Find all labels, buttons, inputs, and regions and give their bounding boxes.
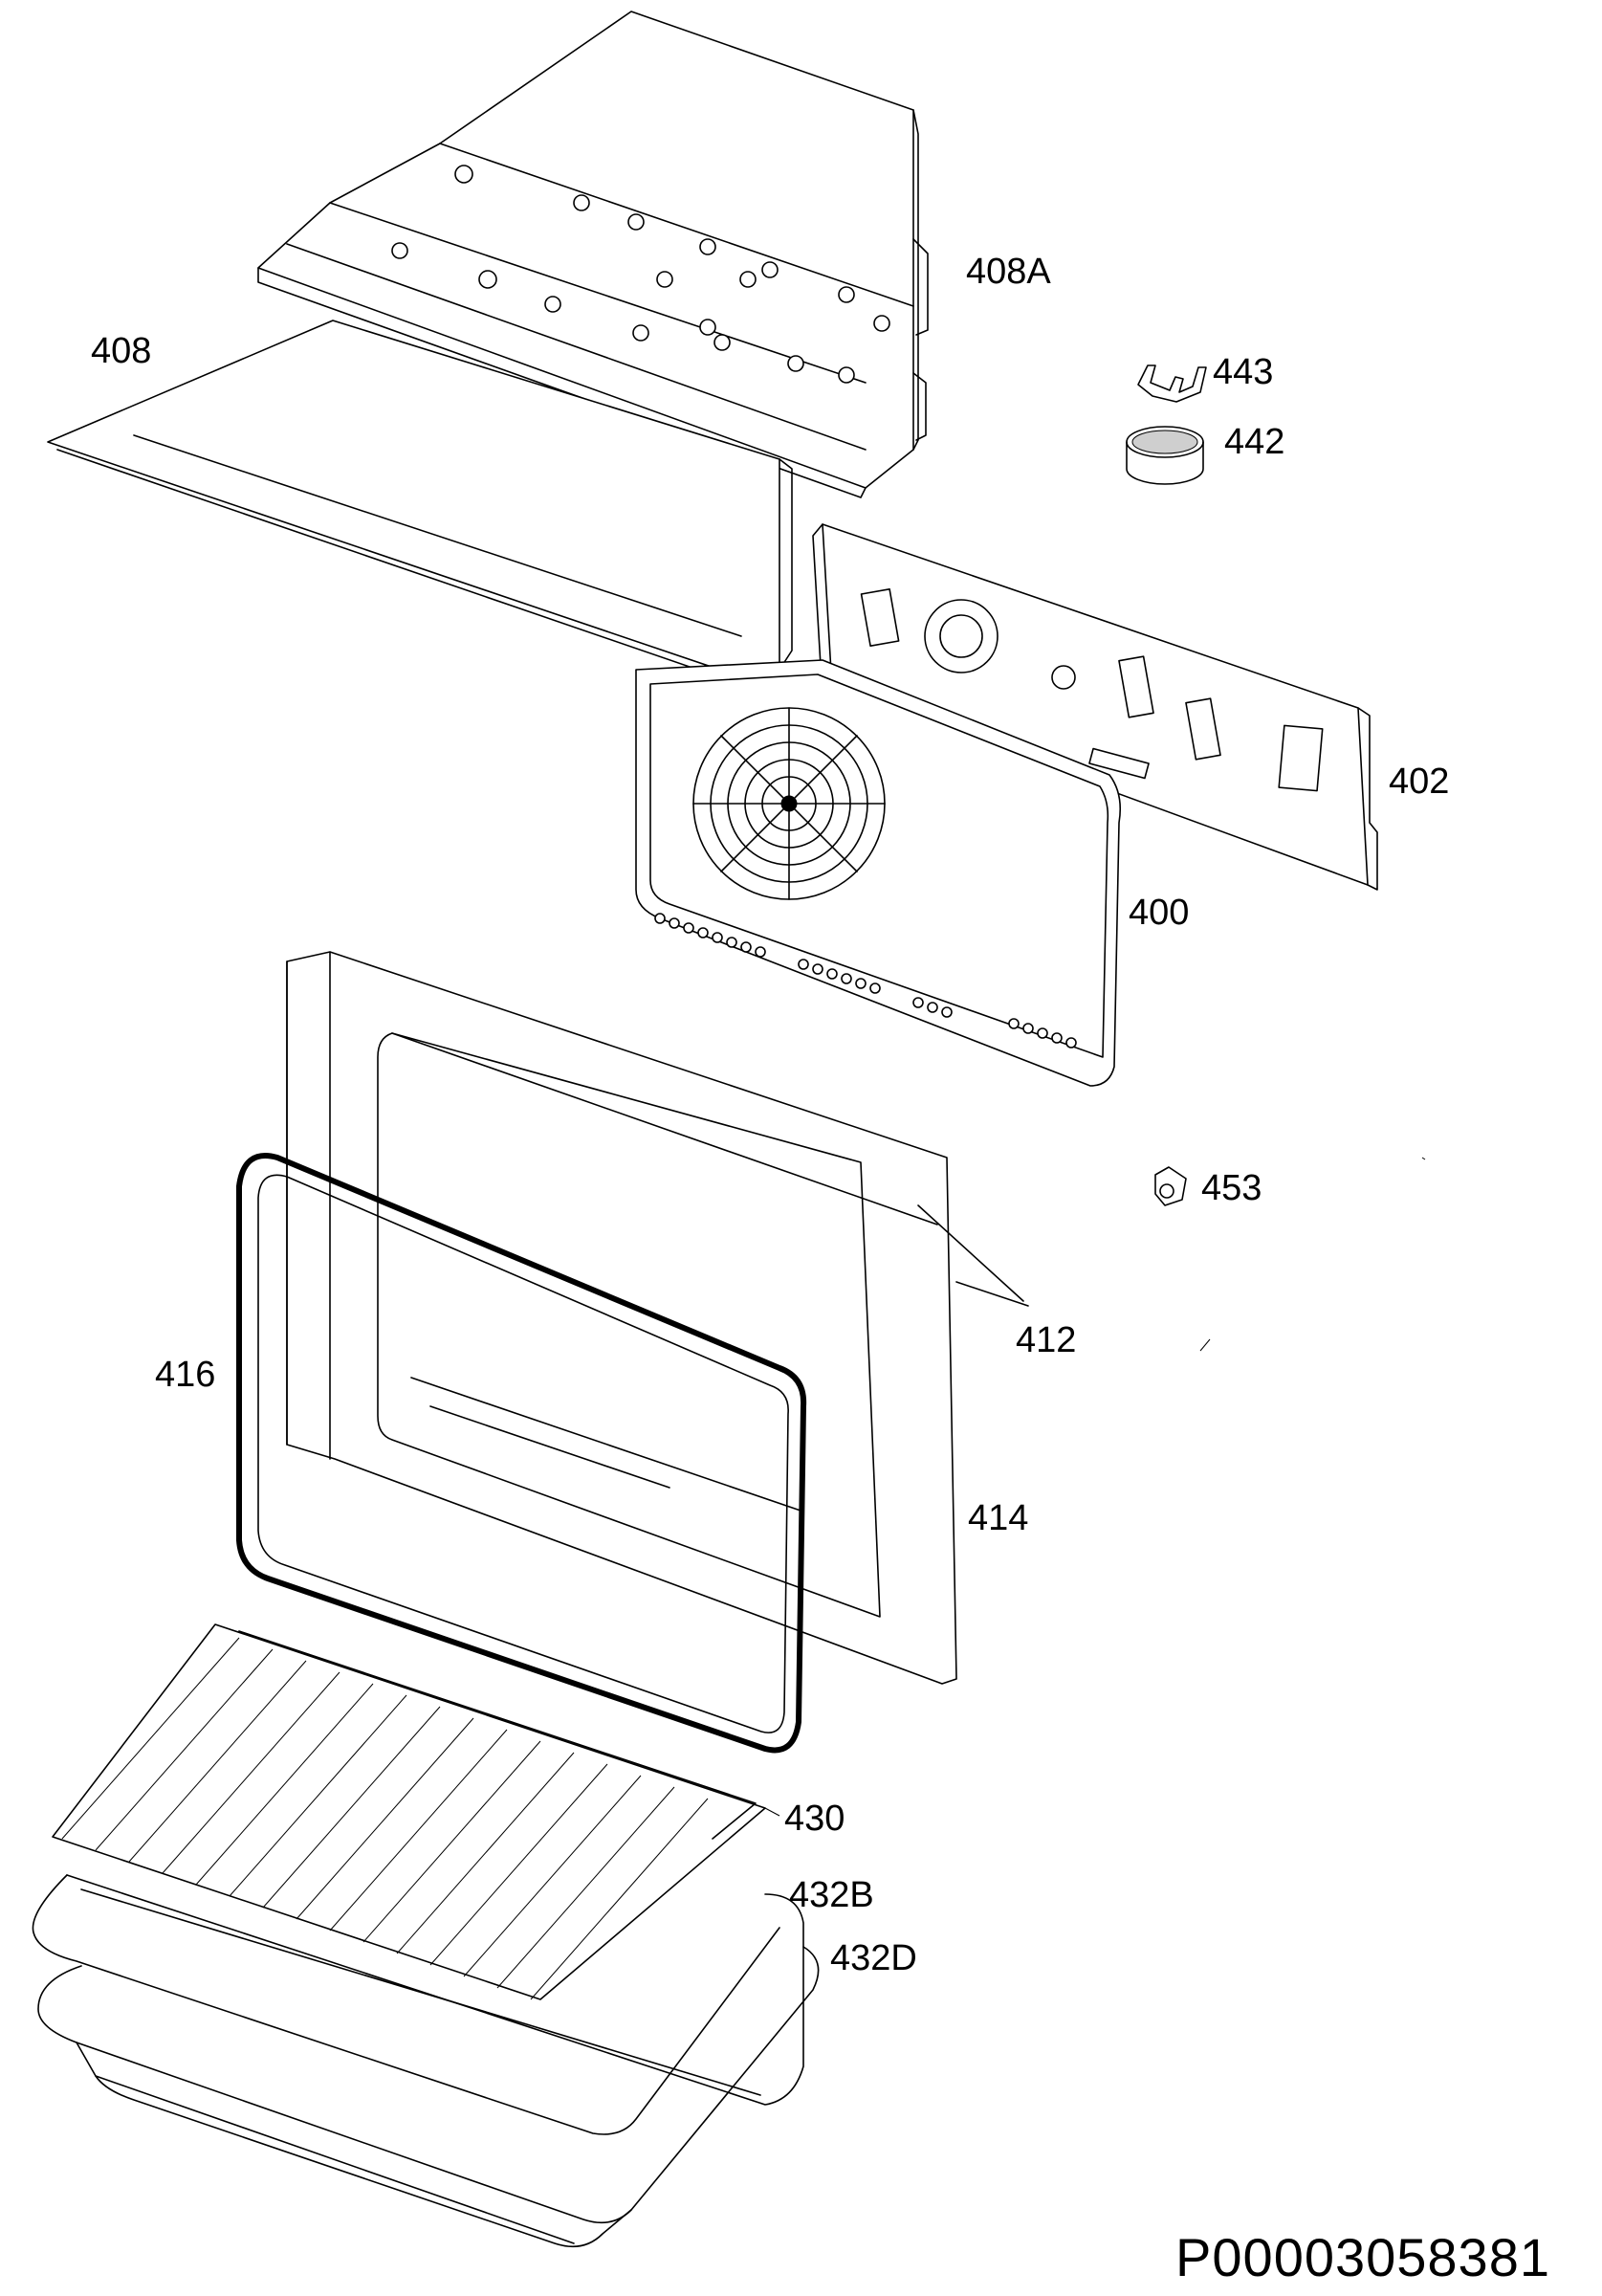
part-416-door-seal (236, 1153, 807, 1754)
part-442-filter (1126, 426, 1204, 485)
part-430-shelf-rack (52, 1623, 766, 2000)
part-443-clip (1137, 364, 1207, 403)
callout-432b: 432B (789, 1875, 874, 1915)
callout-408a: 408A (966, 252, 1051, 292)
part-412-oven-cavity (286, 951, 1029, 1685)
leader-lines (764, 1157, 1426, 1817)
callout-416: 416 (155, 1355, 216, 1395)
callout-412: 412 (1016, 1320, 1077, 1360)
callout-402: 402 (1389, 762, 1450, 802)
part-408a-top-panel (257, 11, 929, 498)
callout-400: 400 (1129, 893, 1190, 933)
part-432d-deep-pan (37, 1946, 820, 2248)
fan-cover-grill (692, 707, 886, 900)
vent-holes (654, 913, 1077, 1049)
rack-wires (61, 1637, 709, 2000)
callout-414: 414 (968, 1498, 1029, 1538)
callout-442: 442 (1224, 422, 1285, 462)
part-400-back-panel (635, 659, 1122, 1087)
callout-443: 443 (1213, 352, 1274, 392)
document-id: P00003058381 (1175, 2227, 1550, 2287)
callout-432d: 432D (830, 1938, 917, 1978)
callout-453: 453 (1201, 1168, 1262, 1208)
callout-430: 430 (784, 1799, 845, 1839)
panel-holes (391, 165, 890, 384)
part-453-bulb (1154, 1166, 1187, 1206)
callout-408: 408 (91, 331, 152, 371)
part-432b-baking-tray (32, 1874, 804, 2135)
